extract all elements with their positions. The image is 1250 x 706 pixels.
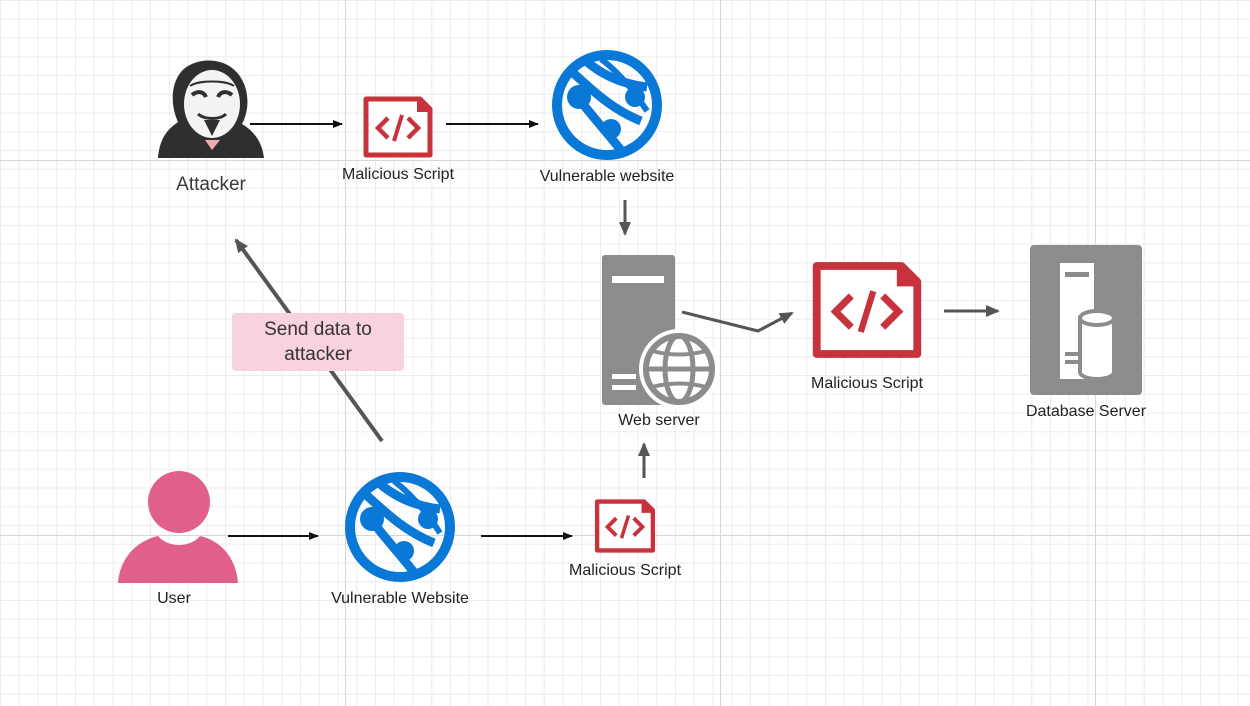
node-label-script-top: Malicious Script [341, 166, 455, 183]
node-label-user: User [157, 590, 191, 607]
node-label-attacker: Attacker [176, 174, 246, 195]
web-globe-icon [557, 55, 657, 155]
user-icon [118, 471, 238, 583]
web-server-icon [602, 255, 719, 409]
node-label-script-bottom: Malicious Script [568, 562, 682, 579]
code-file-icon [597, 502, 653, 551]
node-label-database: Database Server [1025, 403, 1147, 420]
send-data-callout: Send data to attacker [232, 313, 404, 371]
database-server-icon [1030, 245, 1142, 395]
node-label-website-bottom: Vulnerable Website [331, 590, 469, 607]
node-label-web-server: Web server [618, 412, 700, 429]
hacker-icon [158, 60, 264, 158]
code-file-icon [817, 266, 918, 354]
web-globe-icon [350, 477, 450, 577]
node-label-website-top: Vulnerable website [539, 168, 675, 185]
arrow-server-to-script [681, 310, 794, 333]
code-file-icon [366, 99, 430, 155]
node-label-script-right: Malicious Script [810, 375, 924, 392]
